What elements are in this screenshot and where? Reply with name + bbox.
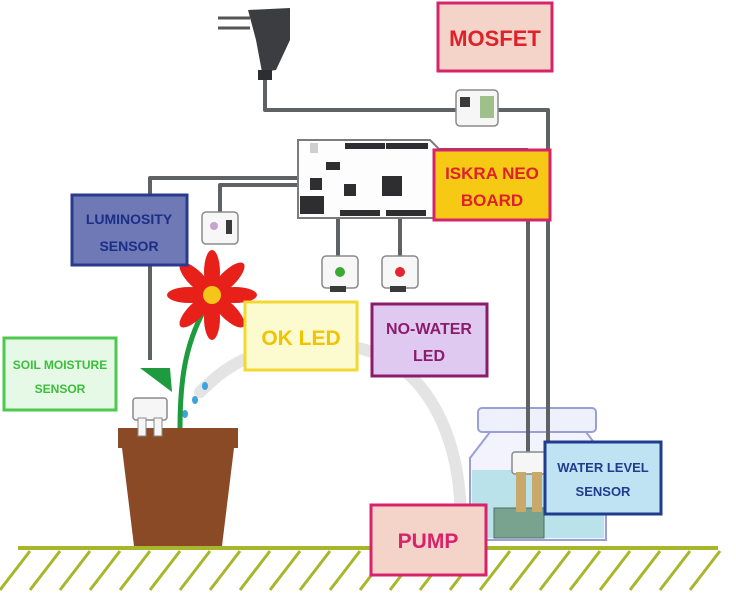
svg-text:LUMINOSITY: LUMINOSITY [86, 211, 173, 227]
label-luminosity-sensor: LUMINOSITY SENSOR [70, 193, 189, 267]
label-mosfet: MOSFET [436, 1, 554, 73]
label-pump: PUMP [369, 503, 488, 577]
svg-text:NO-WATER: NO-WATER [386, 321, 472, 338]
svg-text:SENSOR: SENSOR [576, 484, 632, 499]
soil-moisture-probe [132, 397, 168, 437]
mosfet-module [455, 89, 499, 127]
svg-text:LED: LED [413, 348, 445, 365]
svg-text:SENSOR: SENSOR [35, 382, 86, 396]
svg-text:WATER LEVEL: WATER LEVEL [557, 460, 649, 475]
label-soil-moisture-sensor: SOIL MOISTURE SENSOR [2, 336, 118, 412]
power-adapter [218, 8, 290, 80]
red-led-module [381, 255, 419, 292]
water-drops [182, 382, 208, 418]
svg-text:PUMP: PUMP [398, 530, 459, 553]
svg-text:MOSFET: MOSFET [449, 26, 541, 51]
svg-text:ISKRA NEO: ISKRA NEO [445, 164, 539, 183]
label-no-water-led: NO-WATER LED [370, 302, 489, 378]
svg-text:SOIL MOISTURE: SOIL MOISTURE [13, 358, 107, 372]
svg-text:OK LED: OK LED [261, 327, 340, 350]
label-water-level-sensor: WATER LEVEL SENSOR [543, 440, 663, 516]
iskra-neo-board [297, 139, 441, 219]
flower-pot [118, 428, 238, 546]
ground [0, 546, 722, 591]
label-ok-led: OK LED [243, 300, 359, 372]
light-sensor-module [201, 211, 239, 245]
pump-device [493, 507, 545, 539]
label-iskra-neo-board: ISKRA NEO BOARD [432, 148, 552, 222]
svg-text:BOARD: BOARD [461, 191, 523, 210]
green-led-module [321, 255, 359, 292]
flower-plant [140, 250, 257, 429]
svg-text:SENSOR: SENSOR [99, 238, 158, 254]
